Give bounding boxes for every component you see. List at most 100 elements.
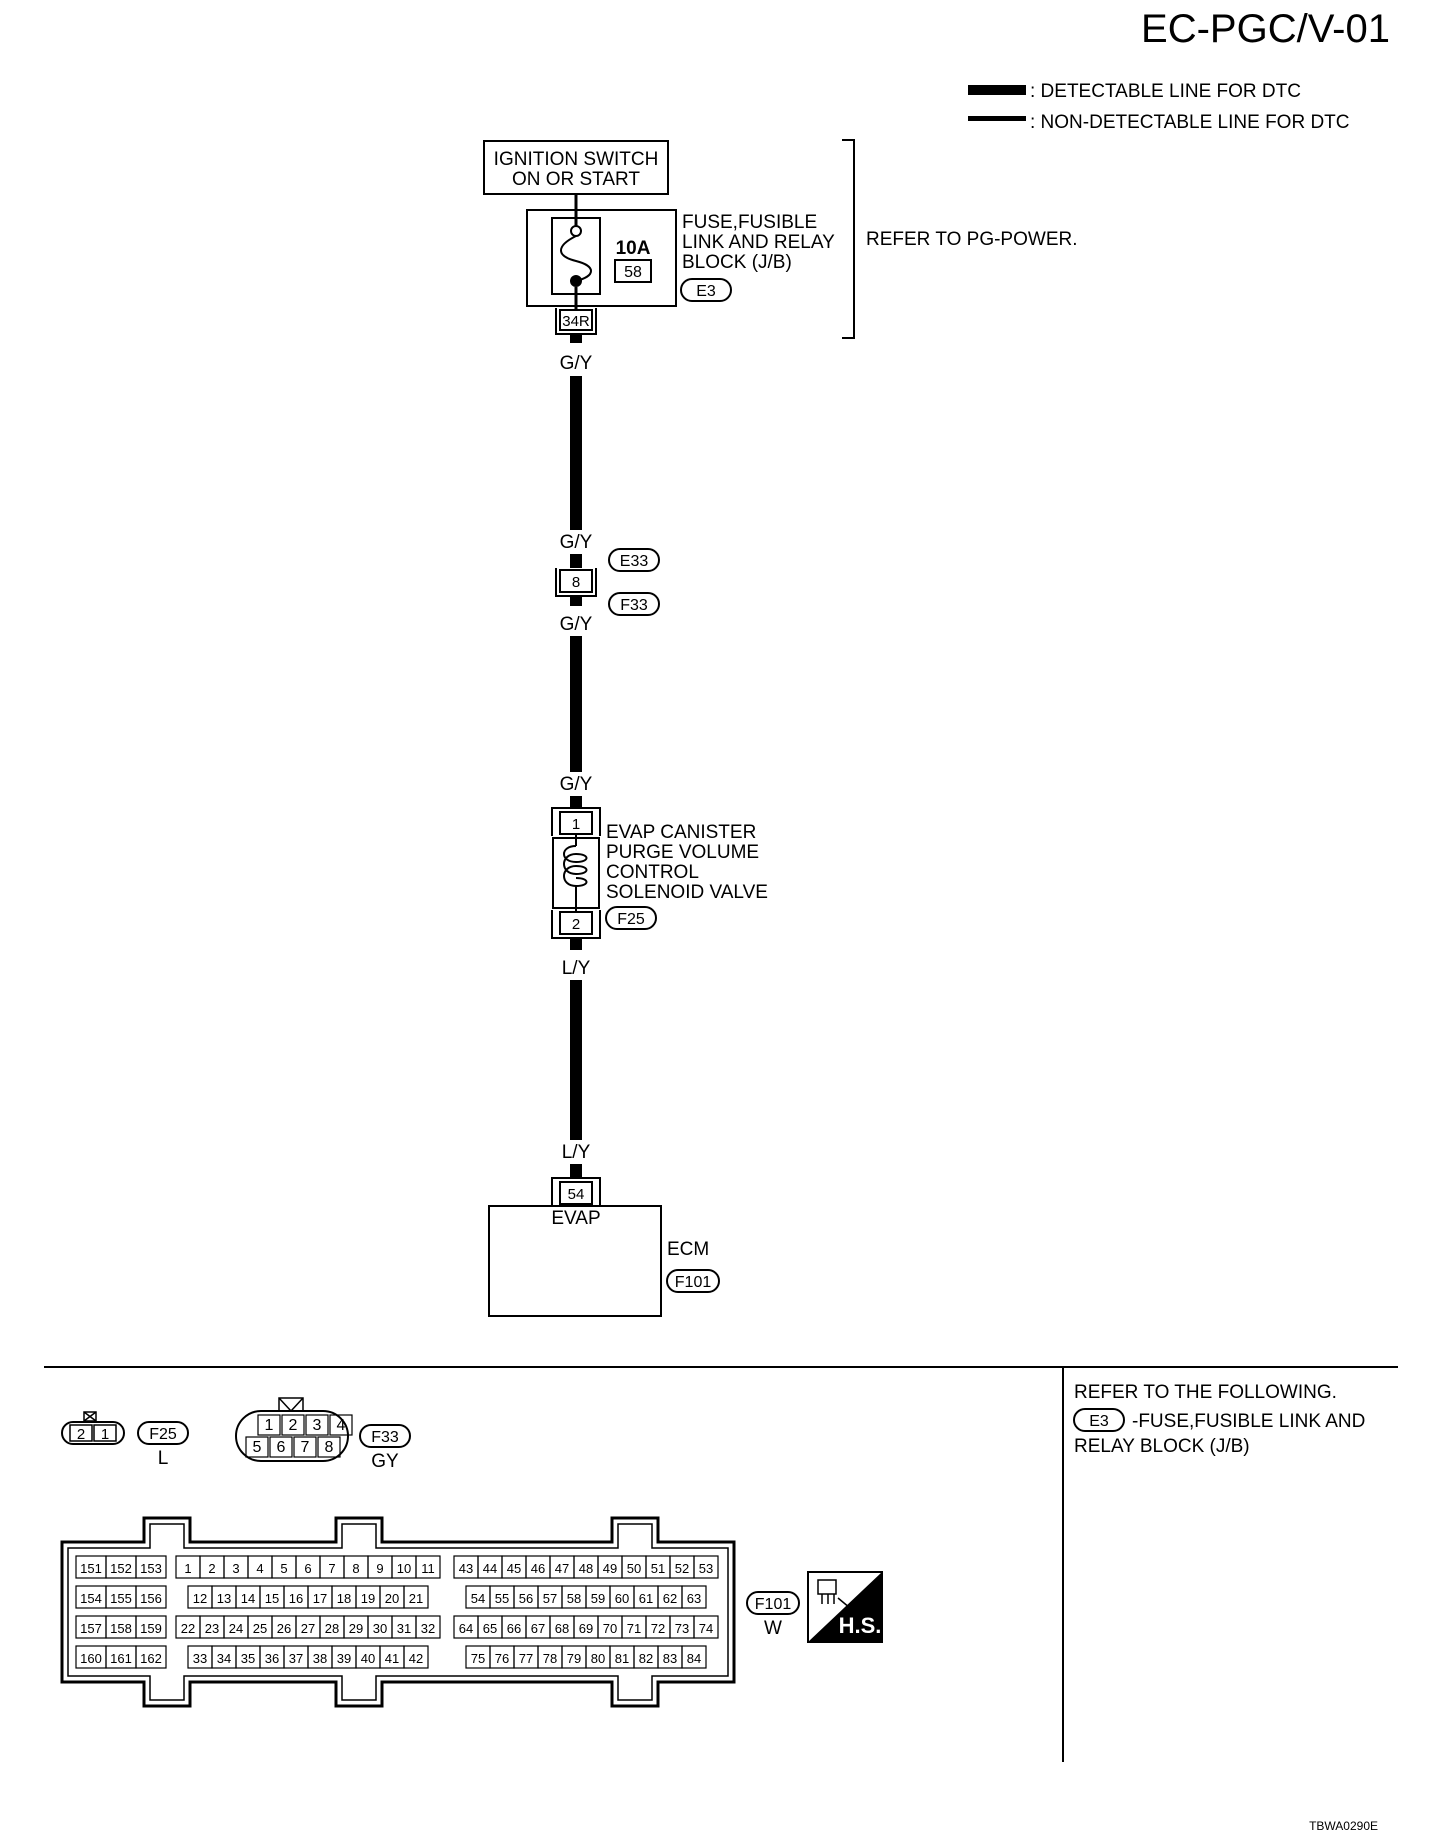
pin-number: 24: [229, 1621, 243, 1636]
pin-cell: [135, 1615, 167, 1639]
refer-power-text: REFER TO PG-POWER.: [866, 229, 1078, 250]
wire1-color-bottom: G/Y: [560, 532, 593, 553]
pin-number: 1: [184, 1561, 191, 1576]
legend: : DETECTABLE LINE FOR DTC : NON-DETECTAB…: [968, 81, 1350, 133]
pin-number: 25: [253, 1621, 267, 1636]
wire1-color-top: G/Y: [560, 353, 593, 374]
solenoid-connector-badge: [605, 906, 657, 930]
pin-number: 28: [325, 1621, 339, 1636]
pin-number: 42: [409, 1651, 423, 1666]
pin-number: 77: [519, 1651, 533, 1666]
refer-badge: [1073, 1408, 1125, 1432]
refer-text-1: -FUSE,FUSIBLE LINK AND: [1132, 1411, 1365, 1432]
pin-number: 153: [140, 1561, 162, 1576]
f25-housing: [61, 1421, 125, 1445]
pin-cell: [269, 1436, 293, 1458]
solenoid-pin2-box: [559, 911, 593, 935]
fuse-amperage: 10A: [616, 238, 651, 259]
pin-number: 154: [80, 1591, 102, 1606]
ecm-signal: EVAP: [551, 1208, 600, 1229]
pin-number: 78: [543, 1651, 557, 1666]
pin-cell: [329, 1414, 353, 1436]
fuse-terminal-bottom: [570, 275, 582, 287]
pin-cell: [415, 1615, 441, 1639]
legend-non-detectable: : NON-DETECTABLE LINE FOR DTC: [1030, 112, 1350, 133]
pin-number: 5: [280, 1561, 287, 1576]
f25-badge: [137, 1421, 189, 1445]
pin-cell: [681, 1585, 707, 1609]
f101-housing: [60, 1516, 736, 1708]
pin-number: 7: [301, 1439, 310, 1456]
pin-number: 82: [639, 1651, 653, 1666]
pin-number: 17: [313, 1591, 327, 1606]
f25-color: L: [158, 1448, 169, 1469]
pin-number: 8: [325, 1439, 334, 1456]
pin-number: 74: [699, 1621, 713, 1636]
pin-number: 7: [328, 1561, 335, 1576]
pin-number: 158: [110, 1621, 132, 1636]
pin-number: 32: [421, 1621, 435, 1636]
wire2-color-bottom: G/Y: [560, 774, 593, 795]
pin-number: 54: [471, 1591, 485, 1606]
ignition-switch-line2: ON OR START: [512, 169, 640, 190]
pin-number: 151: [80, 1561, 102, 1576]
solenoid-pin-out: 2: [572, 916, 580, 933]
pin-number: 31: [397, 1621, 411, 1636]
legend-thin-line: [968, 116, 1026, 121]
pin-number: 3: [313, 1417, 322, 1434]
pin-number: 80: [591, 1651, 605, 1666]
wire3-color-bottom: L/Y: [562, 1142, 591, 1163]
pin-cell: [681, 1645, 707, 1669]
hs-badge-triangle: [808, 1572, 882, 1642]
pin-number: 33: [193, 1651, 207, 1666]
pin-number: 161: [110, 1651, 132, 1666]
pin-number: 81: [615, 1651, 629, 1666]
f101-color: W: [764, 1618, 782, 1639]
pin-number: 59: [591, 1591, 605, 1606]
ecm-pin-box: [559, 1181, 593, 1205]
pin-number: 30: [373, 1621, 387, 1636]
pin-number: 84: [687, 1651, 701, 1666]
fuse-connector-badge: [680, 278, 732, 302]
fuse-block-label-2: LINK AND RELAY: [682, 232, 835, 253]
f101-housing-inner: [67, 1523, 729, 1701]
f25-label: F25: [149, 1426, 177, 1443]
pin-number: 3: [232, 1561, 239, 1576]
pin-number: 13: [217, 1591, 231, 1606]
pin-number: 76: [495, 1651, 509, 1666]
wire3-color-top: L/Y: [562, 958, 591, 979]
pin-number: 8: [352, 1561, 359, 1576]
pin-number: 157: [80, 1621, 102, 1636]
pin-number: 6: [304, 1561, 311, 1576]
coil-icon: [563, 845, 588, 888]
pin-cell: [317, 1436, 341, 1458]
pin-number: 1: [265, 1417, 274, 1434]
pin-cell: [403, 1585, 429, 1609]
f33-latch: [278, 1397, 304, 1412]
f33-color: GY: [371, 1451, 399, 1472]
pin-number: 152: [110, 1561, 132, 1576]
pin-cell: [415, 1555, 441, 1579]
solenoid-label-2: PURGE VOLUME: [606, 842, 759, 863]
figure-code: TBWA0290E: [1309, 1819, 1378, 1833]
legend-detectable: : DETECTABLE LINE FOR DTC: [1030, 81, 1301, 102]
pin-number: 10: [397, 1561, 411, 1576]
joint-badge-bottom: [608, 592, 660, 616]
ecm-pin-bracket: [551, 1177, 601, 1206]
pin-number: 68: [555, 1621, 569, 1636]
pin-number: 37: [289, 1651, 303, 1666]
solenoid-label-4: SOLENOID VALVE: [606, 882, 768, 903]
pin-number: 83: [663, 1651, 677, 1666]
pin-number: 160: [80, 1651, 102, 1666]
pin-number: 18: [337, 1591, 351, 1606]
fuse-block-label-3: BLOCK (J/B): [682, 252, 792, 273]
pin-number: 15: [265, 1591, 279, 1606]
pin-number: 34: [217, 1651, 231, 1666]
joint-pin-box: [559, 569, 593, 593]
pin-number: 72: [651, 1621, 665, 1636]
pin-number: 39: [337, 1651, 351, 1666]
f25-pin-a: 2: [77, 1426, 85, 1443]
pin-number: 12: [193, 1591, 207, 1606]
